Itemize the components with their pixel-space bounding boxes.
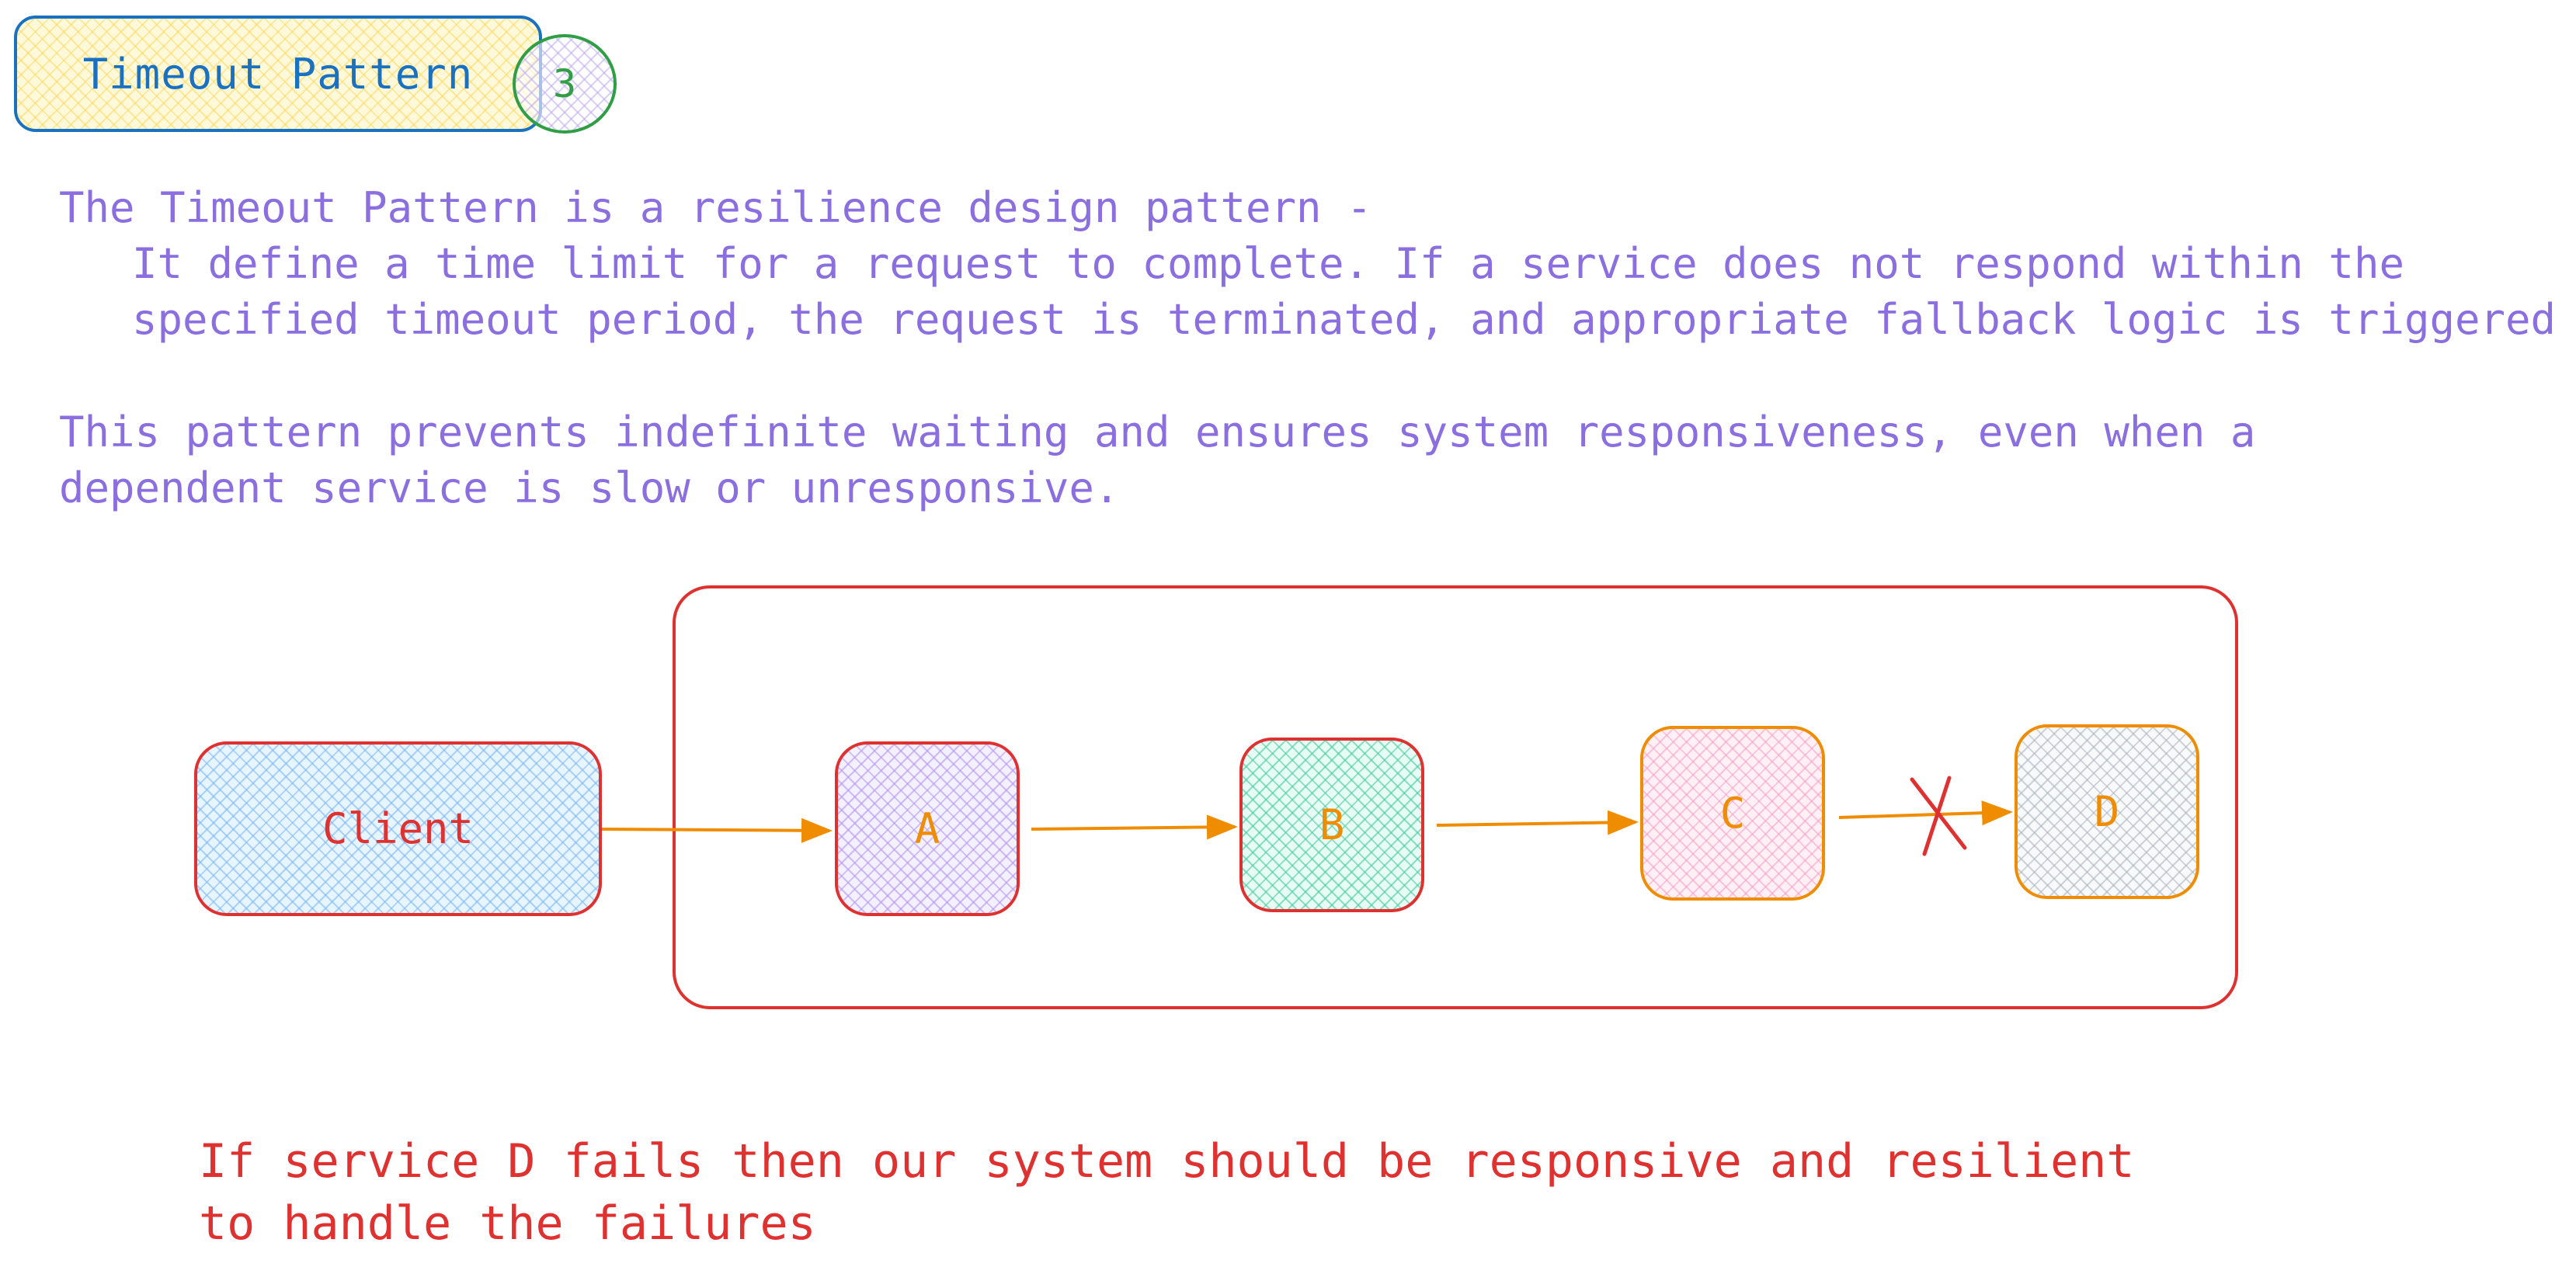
failure-note-line-1: If service D fails then our system shoul… <box>199 1134 2135 1189</box>
service-b-node: B <box>1239 738 1424 912</box>
failure-note-line-2: to handle the failures <box>199 1196 816 1251</box>
description-line-5: dependent service is slow or unresponsiv… <box>59 463 1120 512</box>
step-number-badge: 3 <box>513 34 617 134</box>
description-line-3: specified timeout period, the request is… <box>132 295 2557 344</box>
service-a-node: A <box>835 741 1020 916</box>
step-number: 3 <box>552 61 577 106</box>
service-d-node: D <box>2015 724 2199 899</box>
description-line-4: This pattern prevents indefinite waiting… <box>59 408 2256 456</box>
arrow-b-to-c <box>1436 810 1639 835</box>
service-boundary <box>673 585 2238 1009</box>
description-line-1: The Timeout Pattern is a resilience desi… <box>59 183 1372 232</box>
arrow-c-to-d <box>1838 800 2013 826</box>
page-title: Timeout Pattern <box>82 49 474 99</box>
title-badge: Timeout Pattern <box>14 16 542 132</box>
service-c-node: C <box>1640 726 1825 901</box>
arrow-client-to-a <box>601 817 833 843</box>
description-line-2: It define a time limit for a request to … <box>132 239 2404 288</box>
failure-cross-icon <box>1910 776 1967 856</box>
client-node: Client <box>194 741 602 916</box>
arrow-a-to-b <box>1031 814 1238 840</box>
